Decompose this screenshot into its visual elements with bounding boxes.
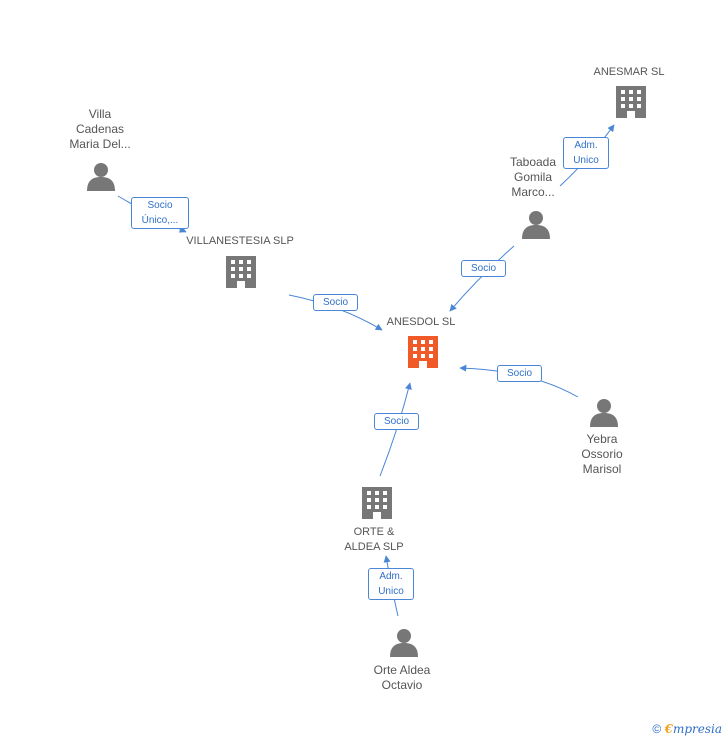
person-icon xyxy=(590,399,618,427)
copyright-footer: © €mpresia xyxy=(652,722,722,736)
edge-label-taboada-to-anesmar: Adm. Unico xyxy=(563,137,609,169)
building-icon xyxy=(616,86,646,118)
person-icon xyxy=(390,629,418,657)
edge-label-yebra-to-anesdol: Socio xyxy=(497,365,542,382)
brand-logo-e: € xyxy=(664,722,673,736)
person-icon xyxy=(87,163,115,191)
edge-label-taboada-to-anesdol: Socio xyxy=(461,260,506,277)
node-label-villanestesia[interactable]: VILLANESTESIA SLP xyxy=(186,235,294,247)
building-icon xyxy=(362,487,392,519)
copyright-symbol: © xyxy=(652,722,662,736)
edge-label-villanestesia-to-anesdol: Socio xyxy=(313,294,358,311)
node-label-anesdol[interactable]: ANESDOL SL xyxy=(386,316,456,328)
node-label-taboada[interactable]: Taboada Gomila Marco... xyxy=(509,155,557,199)
building-focus-icon xyxy=(408,336,438,368)
edge-label-villa-to-villanestesia: Socio Único,... xyxy=(131,197,189,229)
edge-taboada-to-anesdol xyxy=(449,245,515,312)
building-icon xyxy=(226,256,256,288)
brand-logo: €mpresia xyxy=(665,722,722,736)
brand-logo-text: mpresia xyxy=(672,722,722,736)
edge-label-orteslp-to-anesdol: Socio xyxy=(374,413,419,430)
node-label-villa-cadenas[interactable]: Villa Cadenas Maria Del... xyxy=(69,107,131,151)
edge-label-octavio-to-orteslp: Adm. Unico xyxy=(368,568,414,600)
node-label-yebra[interactable]: Yebra Ossorio Marisol xyxy=(581,432,623,476)
person-icon xyxy=(522,211,550,239)
node-label-anesmar[interactable]: ANESMAR SL xyxy=(593,66,665,78)
node-label-orte-aldea-slp[interactable]: ORTE & ALDEA SLP xyxy=(344,526,404,553)
node-label-orte-aldea-octavio[interactable]: Orte Aldea Octavio xyxy=(373,663,431,692)
